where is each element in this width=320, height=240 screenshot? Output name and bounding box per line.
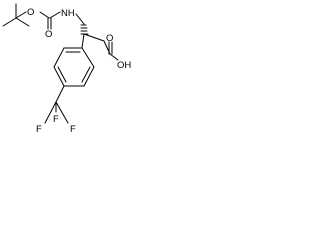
ring-bond-2 (53, 47, 65, 68)
atom-labels: O O NH O OH F F F (27, 7, 131, 135)
carbamate-group (39, 11, 61, 30)
trifluoromethyl-group (44, 85, 69, 124)
ring-bond-3 (53, 66, 65, 87)
molecule-diagram: O O NH O OH F F F (2, 3, 131, 135)
bond-cf3-f-left (44, 101, 57, 124)
bond-cf3-f-right (55, 101, 69, 124)
fluorine-top-label: F (53, 114, 59, 125)
carbonyl-oxygen-label: O (45, 29, 52, 40)
carboxylic-acid-group (108, 41, 119, 61)
fluorine-left-label: F (36, 124, 42, 135)
acid-hydroxyl-label: OH (117, 60, 131, 71)
bond-c-n (49, 11, 61, 19)
bond-tbu-right (15, 17, 30, 27)
bond-ring-cf3 (55, 85, 65, 103)
bond-chiralc-ring (81, 33, 85, 49)
bond-tbu-o (15, 11, 27, 19)
benzene-ring (53, 33, 95, 87)
bond-chiralc-ch2 (83, 33, 105, 42)
bond-n-chiralc (75, 13, 85, 25)
bond-acid-c-oh (109, 53, 119, 61)
ring-bond-6 (81, 47, 95, 68)
bond-o-carbonylc (39, 11, 50, 19)
ring-inner-3 (81, 66, 91, 83)
tert-butyl-group (2, 3, 30, 27)
ring-bond-5 (83, 66, 95, 87)
amide-nh-label: NH (61, 8, 75, 19)
ester-oxygen-label: O (27, 7, 34, 18)
acid-oxygen-label: O (106, 33, 113, 44)
ring-inner-2 (57, 66, 67, 83)
fluorine-right-label: F (70, 124, 76, 135)
bond-tbu-left (2, 17, 17, 27)
stereo-hash-wedge (80, 24, 89, 35)
